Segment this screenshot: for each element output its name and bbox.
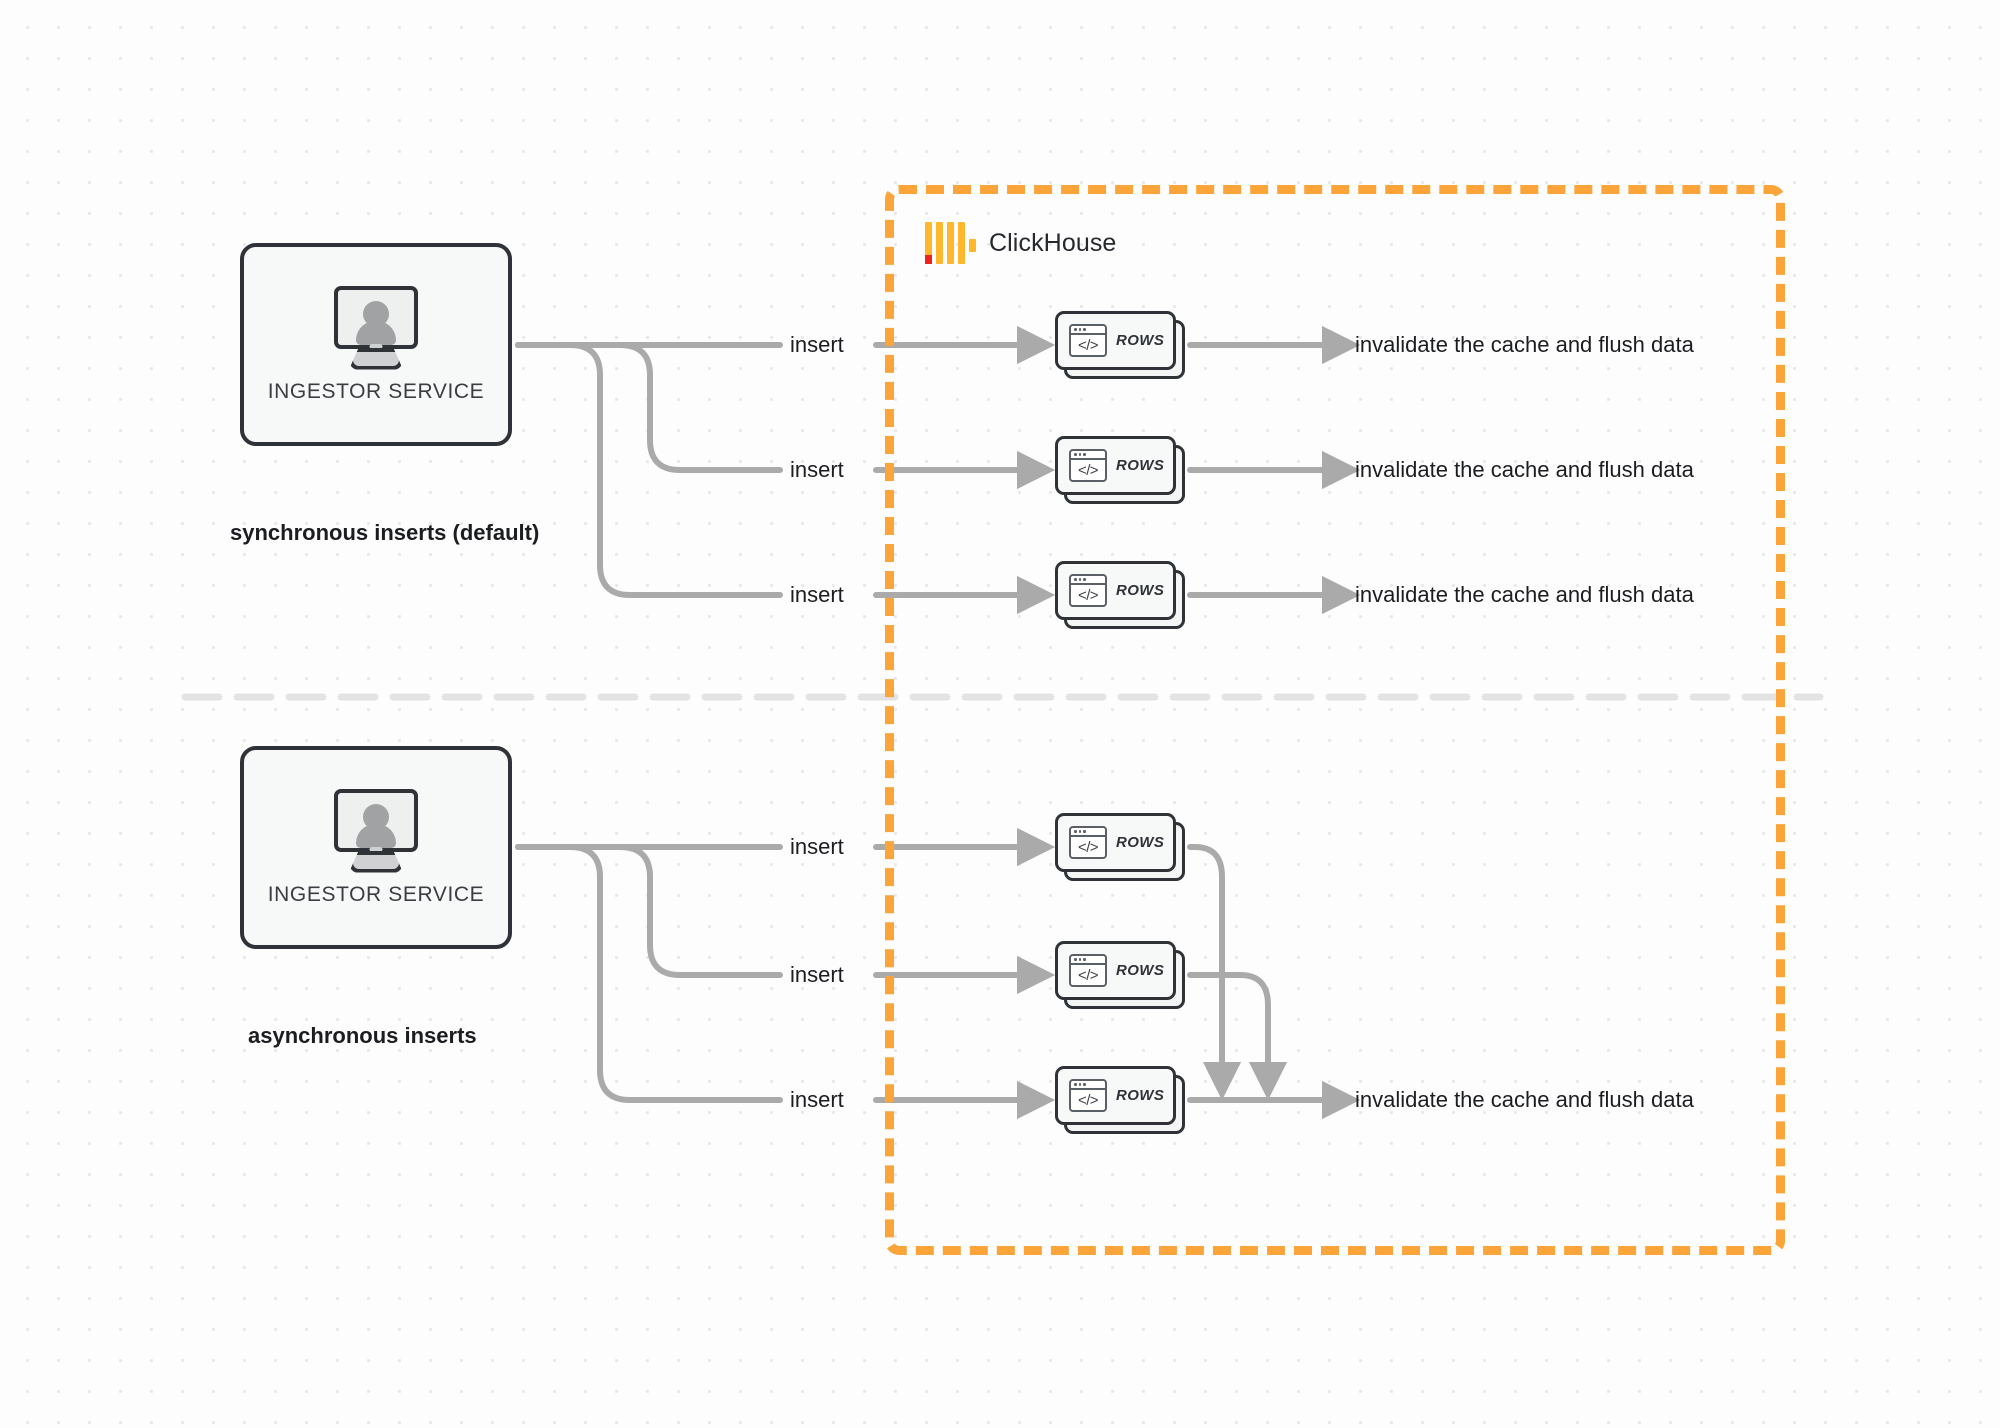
- code-window-icon: </>: [1069, 324, 1107, 357]
- rows-node-sync-3[interactable]: </> ROWS: [1055, 561, 1185, 629]
- edge-label-insert-async-2: insert: [790, 962, 844, 987]
- edge-label-flush-sync-3: invalidate the cache and flush data: [1355, 582, 1694, 607]
- ingestor-service-label-sync: INGESTOR SERVICE: [267, 379, 485, 403]
- rows-node-label: ROWS: [1116, 582, 1165, 599]
- code-window-icon: </>: [1069, 826, 1107, 859]
- edge-label-insert-sync-1: insert: [790, 332, 844, 357]
- code-window-icon: </>: [1069, 954, 1107, 987]
- rows-node-sync-2[interactable]: </> ROWS: [1055, 436, 1185, 504]
- monitor-user-icon: [329, 788, 423, 873]
- rows-node-async-3[interactable]: </> ROWS: [1055, 1066, 1185, 1134]
- section-caption-async: asynchronous inserts: [248, 1023, 477, 1048]
- rows-node-label: ROWS: [1116, 332, 1165, 349]
- edge-label-flush-sync-2: invalidate the cache and flush data: [1355, 457, 1694, 482]
- edge-label-insert-async-3: insert: [790, 1087, 844, 1112]
- ingestor-service-async[interactable]: INGESTOR SERVICE: [240, 746, 512, 949]
- rows-node-label: ROWS: [1116, 457, 1165, 474]
- rows-node-async-2[interactable]: </> ROWS: [1055, 941, 1185, 1009]
- code-window-icon: </>: [1069, 449, 1107, 482]
- monitor-user-icon: [329, 285, 423, 370]
- edge-label-insert-sync-3: insert: [790, 582, 844, 607]
- clickhouse-boundary: [885, 185, 1785, 1255]
- wire-async-fanout-3: [515, 844, 783, 1103]
- clickhouse-logo-icon: [925, 222, 976, 264]
- edge-label-insert-async-1: insert: [790, 834, 844, 859]
- wire-async-fanout-2: [515, 844, 783, 978]
- edge-label-flush-sync-1: invalidate the cache and flush data: [1355, 332, 1694, 357]
- clickhouse-logo-accent: [925, 255, 932, 264]
- clickhouse-label: ClickHouse: [989, 228, 1117, 257]
- rows-node-label: ROWS: [1116, 1087, 1165, 1104]
- clickhouse-logo-group: ClickHouse: [925, 222, 1116, 264]
- rows-node-label: ROWS: [1116, 834, 1165, 851]
- ingestor-service-sync[interactable]: INGESTOR SERVICE: [240, 243, 512, 446]
- wire-sync-fanout-3: [515, 342, 783, 598]
- edge-label-flush-async: invalidate the cache and flush data: [1355, 1087, 1694, 1112]
- ingestor-service-label-async: INGESTOR SERVICE: [267, 882, 485, 906]
- rows-node-label: ROWS: [1116, 962, 1165, 979]
- rows-node-async-1[interactable]: </> ROWS: [1055, 813, 1185, 881]
- rows-node-sync-1[interactable]: </> ROWS: [1055, 311, 1185, 379]
- section-caption-sync: synchronous inserts (default): [230, 520, 540, 545]
- wire-sync-fanout-2: [515, 342, 783, 473]
- code-window-icon: </>: [1069, 574, 1107, 607]
- edge-label-insert-sync-2: insert: [790, 457, 844, 482]
- code-window-icon: </>: [1069, 1079, 1107, 1112]
